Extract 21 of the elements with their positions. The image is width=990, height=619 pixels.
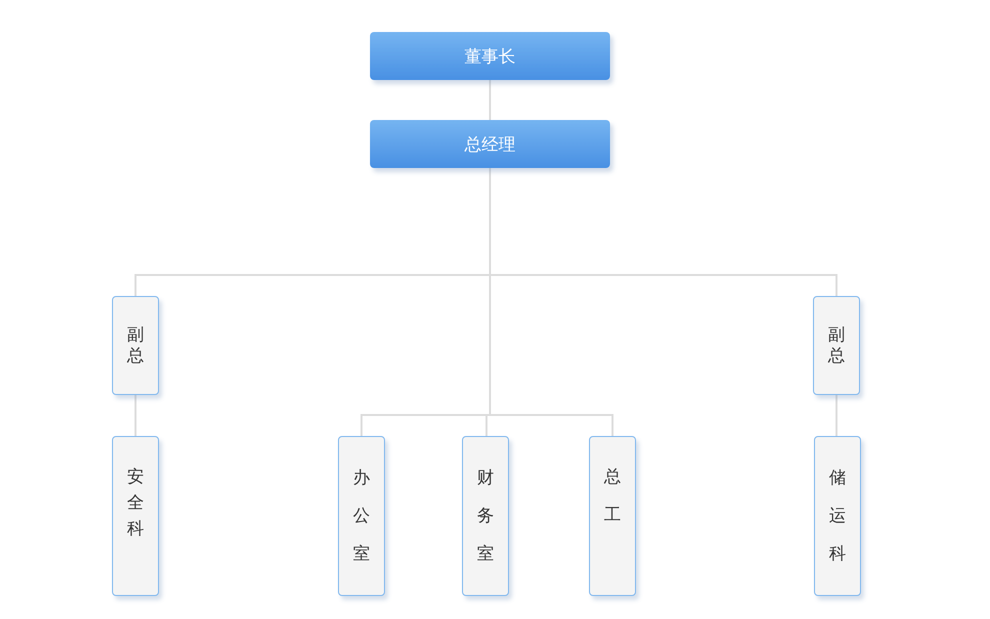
department-box (112, 436, 159, 596)
department-box (813, 296, 860, 395)
box-label: 储运科 (829, 467, 846, 566)
box-label: 副总 (828, 324, 845, 366)
box-label: 财务室 (477, 467, 494, 566)
department-box (338, 436, 385, 596)
box-label: 总经理 (464, 134, 516, 156)
title-box (370, 32, 610, 80)
connector-line (836, 395, 838, 436)
department-box (462, 436, 509, 596)
department-box (814, 436, 861, 596)
department-box (589, 436, 636, 596)
box-label: 总工 (604, 466, 621, 527)
title-box (370, 120, 610, 168)
box-label: 董事长 (464, 46, 516, 68)
department-box (112, 296, 159, 395)
connector-line (134, 395, 136, 436)
box-label: 办公室 (353, 467, 370, 566)
box-label: 安全科 (127, 466, 144, 541)
connector-line (489, 80, 491, 120)
box-label: 副总 (127, 324, 144, 366)
